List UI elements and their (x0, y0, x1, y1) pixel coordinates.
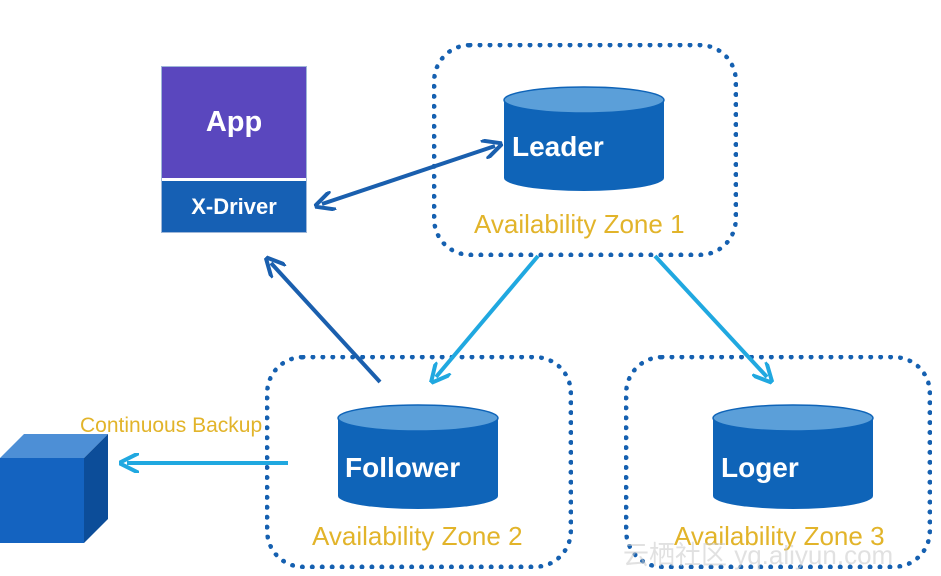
leader-label: Leader (512, 131, 604, 162)
leader-cylinder (503, 86, 665, 191)
app-leader-arrow (322, 146, 495, 204)
follower-cylinder (337, 404, 499, 509)
app-label: App (162, 67, 306, 178)
loger-cylinder (712, 404, 874, 509)
follower-label: Follower (345, 452, 461, 483)
continuous-backup-label: Continuous Backup (80, 414, 263, 437)
zone-1-label: Availability Zone 1 (474, 209, 685, 239)
watermark: 云栖社区 yq.aliyun.com (623, 540, 894, 570)
app-block: App X-Driver (161, 66, 307, 233)
x-driver-label: X-Driver (162, 181, 306, 232)
zone-2-label: Availability Zone 2 (312, 521, 523, 551)
follower-app-arrow (271, 263, 382, 384)
leader-follower-arrow (436, 254, 540, 377)
availability-zone-3 (624, 355, 932, 569)
zone-3-label: Availability Zone 3 (674, 521, 885, 551)
backup-storage-cube (0, 434, 108, 543)
leader-loger-arrow (653, 254, 767, 377)
loger-label: Loger (721, 452, 799, 483)
